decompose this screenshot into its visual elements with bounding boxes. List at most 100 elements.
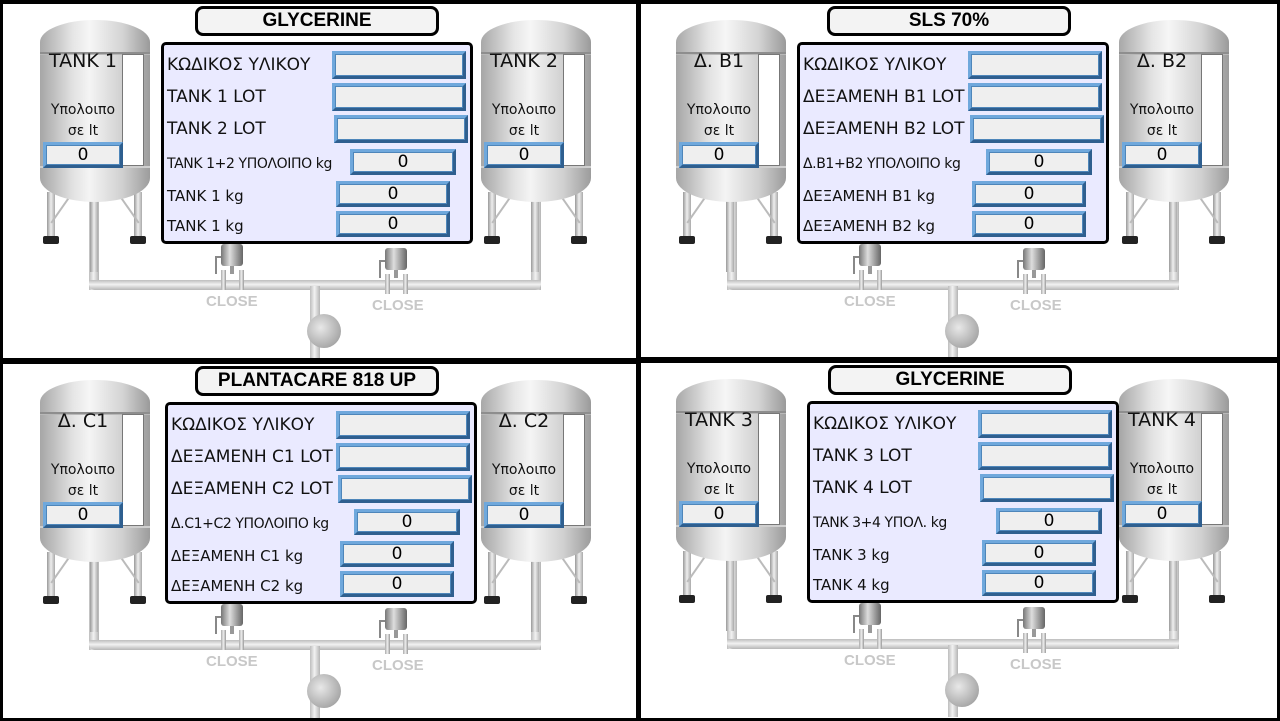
tank-remaining-liters[interactable]: 0 — [43, 502, 123, 528]
lot-left-input[interactable] — [978, 442, 1112, 470]
pump-icon[interactable] — [945, 673, 979, 707]
tank-remaining-label-line2: σε lt — [703, 482, 735, 498]
valve-right[interactable] — [379, 608, 409, 654]
valve-right[interactable] — [1017, 607, 1047, 653]
field-row: Δ.C1+C2 ΥΠΟΛΟΙΠΟ kg 0 — [168, 509, 474, 539]
tank-leg — [47, 552, 55, 600]
lot-right-input[interactable] — [334, 115, 468, 143]
valve-right[interactable] — [1017, 248, 1047, 294]
tank-leg — [488, 192, 496, 240]
tank-remaining-label-line1: Υπολοιπο — [686, 461, 752, 477]
tank-right-kg[interactable]: 0 — [972, 211, 1086, 237]
tank-dome — [40, 20, 150, 55]
material-code-input[interactable] — [978, 410, 1112, 438]
tank-left-kg[interactable]: 0 — [336, 181, 450, 207]
valve-flange — [403, 634, 408, 654]
tank-left: Δ. C1 Υπολοιπο σε lt 0 — [40, 380, 152, 632]
tank-right: Δ. B2 Υπολοιπο σε lt 0 — [1119, 20, 1231, 272]
tank-remaining-label-line1: Υπολοιπο — [491, 102, 557, 118]
lot-left-input[interactable] — [968, 83, 1102, 111]
valve-flange — [385, 274, 390, 294]
field-row: TANK 4 kg 0 — [810, 570, 1116, 600]
total-remaining-kg[interactable]: 0 — [986, 149, 1092, 175]
field-label: ΔΕΞΑΜΕΝΗ C2 kg — [171, 577, 304, 595]
tank-level-window — [563, 54, 585, 166]
pump-icon[interactable] — [307, 314, 341, 348]
valve-left-state: CLOSE — [206, 653, 258, 670]
tank-foot — [1209, 595, 1225, 603]
material-code-input[interactable] — [332, 51, 466, 79]
tank-left-kg[interactable]: 0 — [972, 181, 1086, 207]
tank-remaining-liters[interactable]: 0 — [679, 501, 759, 527]
tank-leg — [683, 192, 691, 240]
field-row: TANK 3 LOT — [810, 442, 1116, 472]
total-remaining-kg[interactable]: 0 — [996, 508, 1102, 534]
tank-level-window — [758, 54, 780, 166]
tank-remaining-label-line2: σε lt — [508, 123, 540, 139]
valve-arm — [1017, 619, 1025, 637]
field-label: ΔΕΞΑΜΕΝΗ B1 LOT — [803, 87, 965, 107]
valve-left[interactable] — [215, 244, 245, 290]
lot-left-input[interactable] — [336, 443, 470, 471]
pump-icon[interactable] — [307, 674, 341, 708]
tank-name: TANK 1 — [49, 50, 117, 72]
tank-remaining-label-line1: Υπολοιπο — [1129, 102, 1195, 118]
tank-name: TANK 4 — [1128, 409, 1196, 431]
tank-remaining-liters[interactable]: 0 — [1122, 142, 1202, 168]
field-label: ΔΕΞΑΜΕΝΗ C2 LOT — [171, 479, 333, 499]
valve-left-state: CLOSE — [206, 293, 258, 310]
tank-name: Δ. B2 — [1136, 50, 1188, 72]
valve-right-state: CLOSE — [372, 297, 424, 314]
tank-right-kg[interactable]: 0 — [340, 571, 454, 597]
valve-left[interactable] — [853, 603, 883, 649]
tank-right: TANK 4 Υπολοιπο σε lt 0 — [1119, 379, 1231, 631]
tank-left-kg[interactable]: 0 — [340, 541, 454, 567]
field-row: TANK 2 LOT — [164, 115, 470, 145]
field-label: TANK 4 kg — [813, 576, 890, 594]
valve-right[interactable] — [379, 248, 409, 294]
tank-remaining-liters[interactable]: 0 — [484, 142, 564, 168]
tank-remaining-liters[interactable]: 0 — [484, 502, 564, 528]
total-remaining-kg[interactable]: 0 — [354, 509, 460, 535]
tank-foot — [766, 236, 782, 244]
tank-dome — [481, 380, 591, 415]
tank-remaining-liters[interactable]: 0 — [43, 142, 123, 168]
valve-actuator-icon — [1023, 607, 1045, 629]
field-row: ΔΕΞΑΜΕΝΗ C2 kg 0 — [168, 571, 474, 601]
tank-remaining-label-line2: σε lt — [508, 483, 540, 499]
field-label: ΔΕΞΑΜΕΝΗ B2 LOT — [803, 119, 965, 139]
tank-outlet-pipe — [531, 552, 539, 632]
material-code-input[interactable] — [968, 51, 1102, 79]
field-row: ΔΕΞΑΜΕΝΗ C2 LOT — [168, 475, 474, 505]
valve-left[interactable] — [853, 244, 883, 290]
tank-leg — [134, 552, 142, 600]
material-code-input[interactable] — [336, 411, 470, 439]
valve-stem — [394, 270, 398, 278]
lot-right-input[interactable] — [980, 474, 1114, 502]
tank-remaining-label: Υπολοιπο σε lt — [481, 100, 567, 142]
lot-right-input[interactable] — [970, 115, 1104, 143]
tank-left-kg[interactable]: 0 — [982, 540, 1096, 566]
tank-left: TANK 3 Υπολοιπο σε lt 0 — [676, 379, 788, 631]
lot-right-input[interactable] — [338, 475, 472, 503]
tank-remaining-liters[interactable]: 0 — [679, 142, 759, 168]
valve-left[interactable] — [215, 604, 245, 650]
tank-remaining-liters[interactable]: 0 — [1122, 501, 1202, 527]
total-remaining-kg[interactable]: 0 — [350, 149, 456, 175]
valve-arm — [215, 616, 223, 634]
pump-icon[interactable] — [945, 314, 979, 348]
tank-right-kg[interactable]: 0 — [336, 211, 450, 237]
field-row: ΔΕΞΑΜΕΝΗ B2 LOT — [800, 115, 1106, 145]
tank-right: TANK 2 Υπολοιπο σε lt 0 — [481, 20, 593, 272]
lot-left-input[interactable] — [332, 83, 466, 111]
tank-outlet-pipe — [1169, 192, 1177, 272]
field-row: TANK 4 LOT — [810, 474, 1116, 504]
tank-foot — [679, 595, 695, 603]
valve-arm — [1017, 260, 1025, 278]
tank-name: Δ. C1 — [57, 410, 109, 432]
valve-stem — [394, 630, 398, 638]
tank-foot — [766, 595, 782, 603]
field-row: ΚΩΔΙΚΟΣ ΥΛΙΚΟΥ — [800, 51, 1106, 81]
tank-right-kg[interactable]: 0 — [982, 570, 1096, 596]
valve-flange — [1023, 274, 1028, 294]
